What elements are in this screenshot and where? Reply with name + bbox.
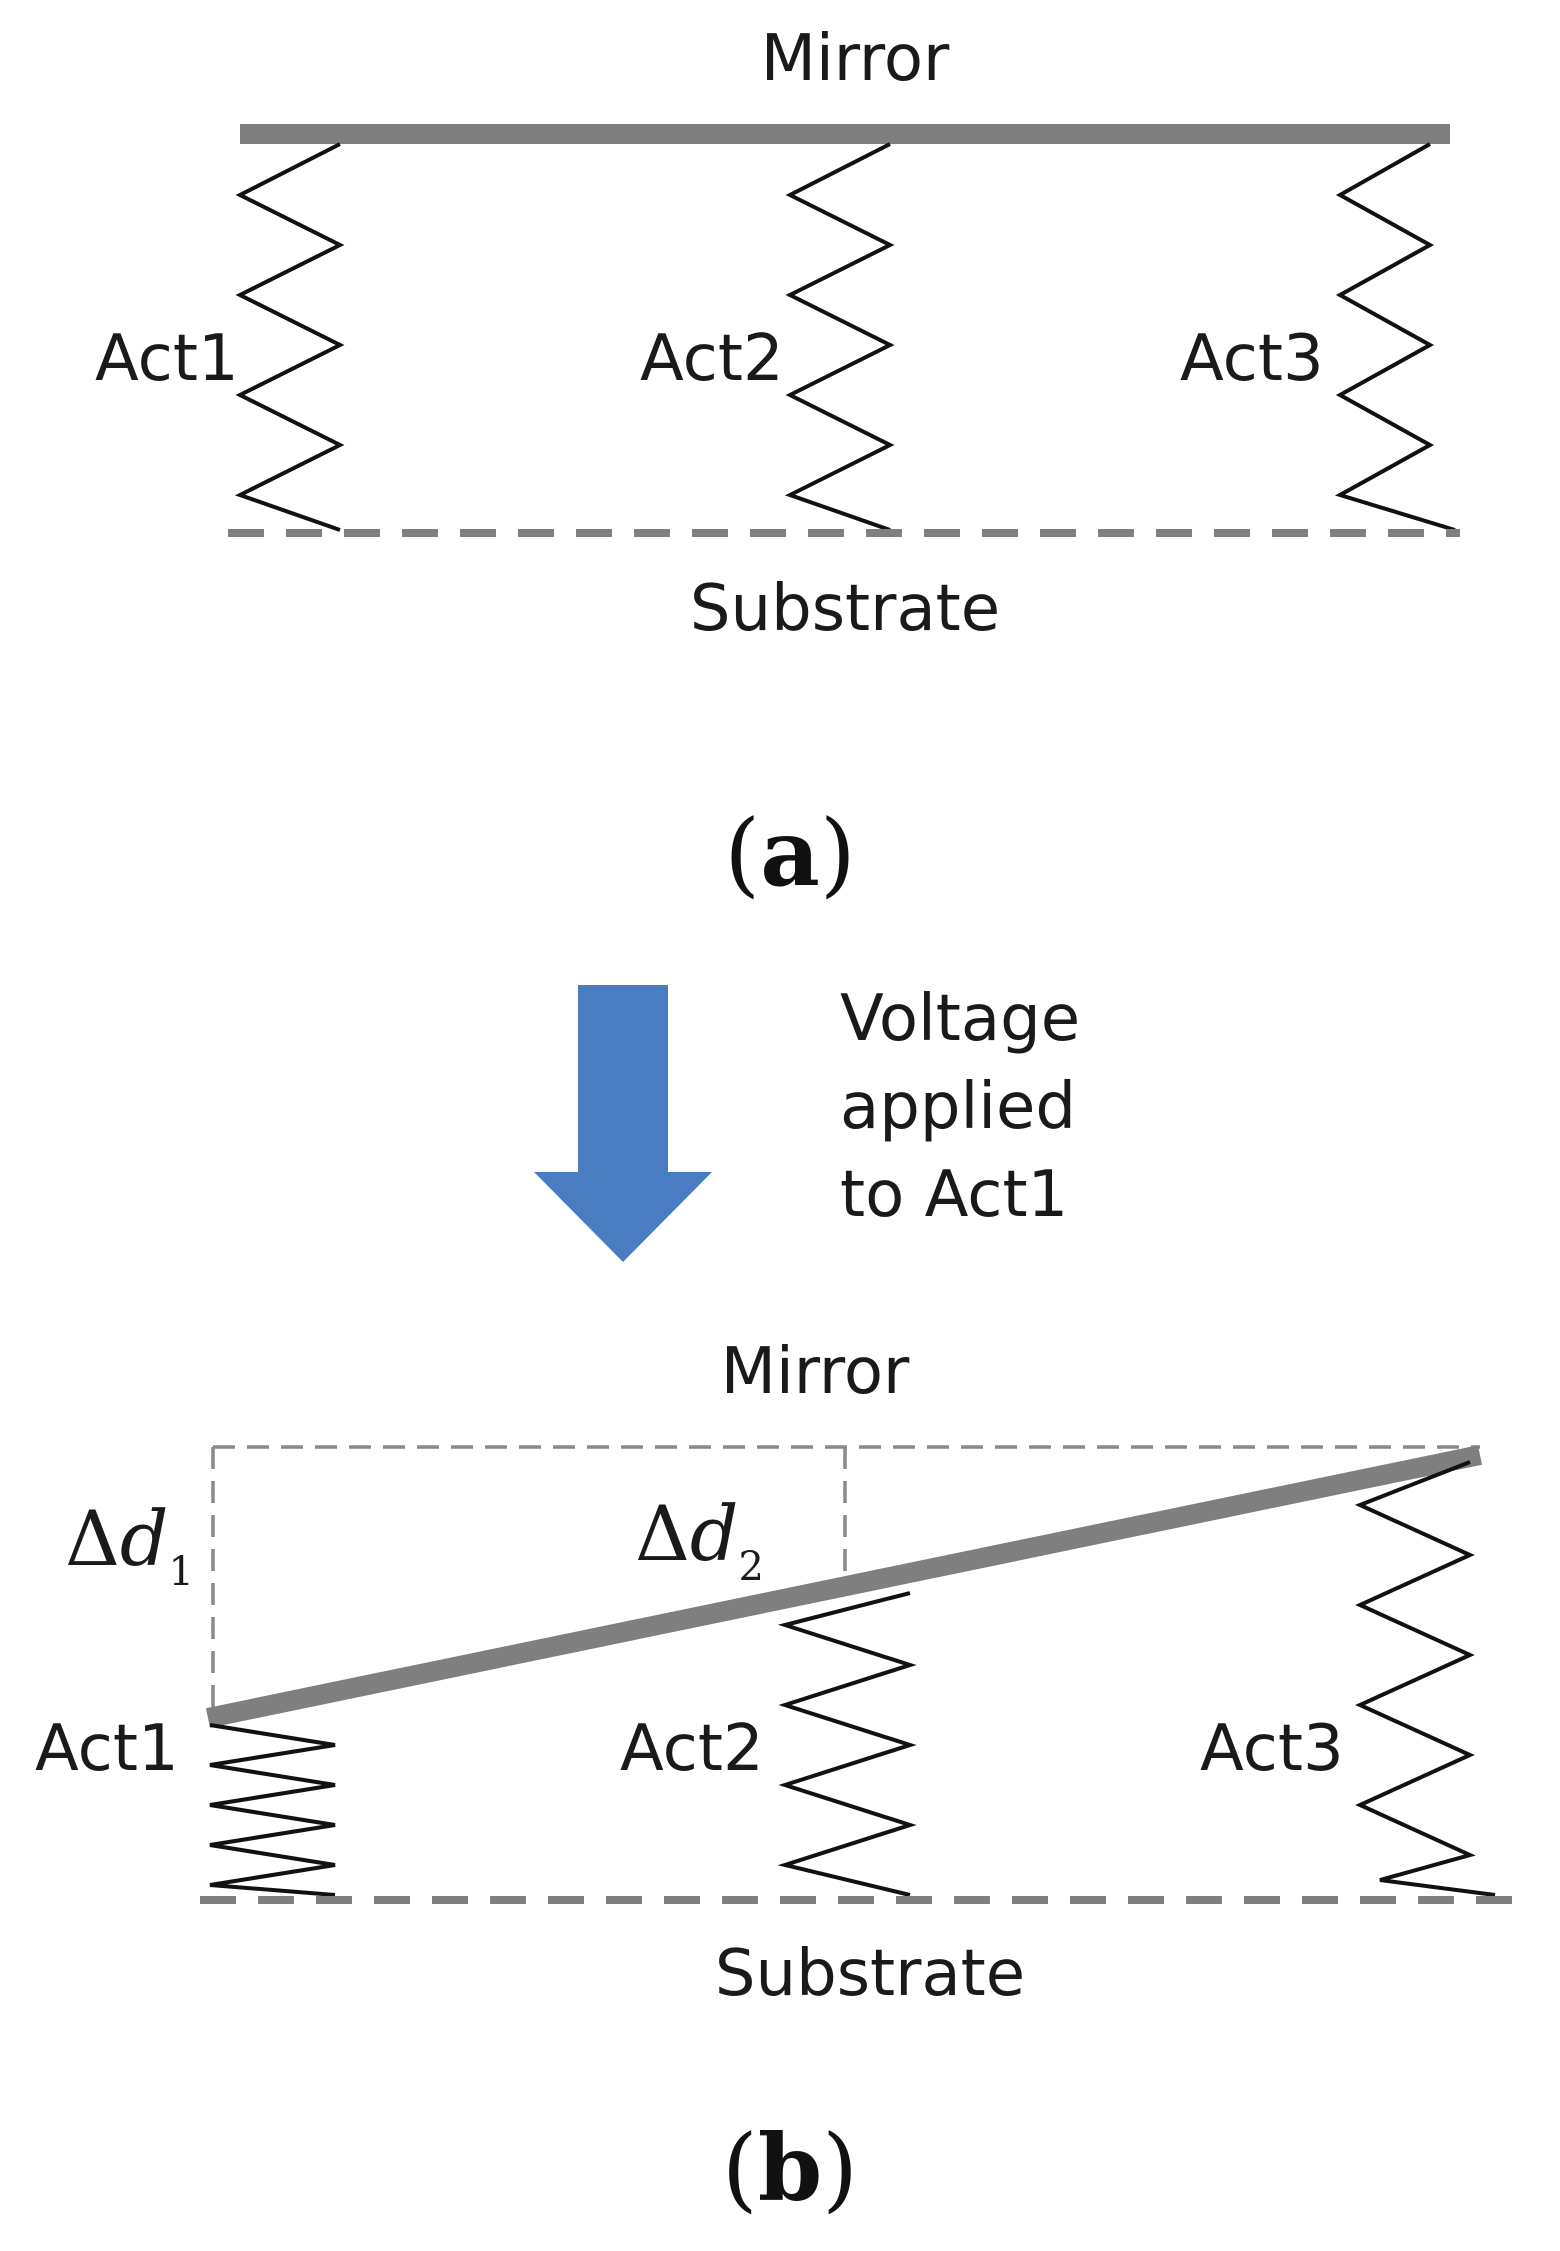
arrow-text-line2: applied <box>840 1070 1076 1144</box>
panel-a-mirror-label: Mirror <box>761 22 950 96</box>
down-arrow-icon <box>534 985 712 1262</box>
panel-b-substrate-label: Substrate <box>715 1937 1025 2011</box>
panel-b-act3-label: Act3 <box>1200 1712 1344 1786</box>
panel-a-spring-act3 <box>1334 142 1456 532</box>
voltage-arrow-group: Voltage applied to Act1 <box>534 982 1080 1262</box>
panel-b-spring-act1 <box>209 1723 336 1897</box>
panel-a-spring-act2 <box>784 142 895 532</box>
arrow-text-line3: to Act1 <box>840 1158 1068 1232</box>
panel-b-mirror-label: Mirror <box>721 1335 910 1409</box>
panel-b-act2-label: Act2 <box>620 1712 764 1786</box>
panel-a-substrate-label: Substrate <box>690 572 1000 646</box>
panel-a-act3-label: Act3 <box>1180 322 1324 396</box>
panel-b-delta1-label: Δd1 <box>65 1494 194 1595</box>
panel-a-act2-label: Act2 <box>640 322 784 396</box>
panel-b-delta2-label: Δd2 <box>635 1489 764 1590</box>
panel-b-spring-act2 <box>777 1591 917 1897</box>
panel-b-tilted-mirror <box>205 1445 1483 1728</box>
panel-a-act1-label: Act1 <box>95 322 239 396</box>
panel-a-caption: (a) <box>724 799 855 907</box>
panel-b-spring-act3 <box>1354 1460 1496 1897</box>
panel-b: Mirror Act1 Act2 Act3 Δd1 Δd2 Substrate … <box>35 1335 1525 2222</box>
panel-a: Mirror Act1 Act2 Act3 Substrate (a) <box>95 22 1460 907</box>
panel-b-caption: (b) <box>722 2114 858 2222</box>
panel-a-spring-act1 <box>234 142 345 532</box>
panel-b-act1-label: Act1 <box>35 1712 179 1786</box>
arrow-text-line1: Voltage <box>840 982 1080 1056</box>
